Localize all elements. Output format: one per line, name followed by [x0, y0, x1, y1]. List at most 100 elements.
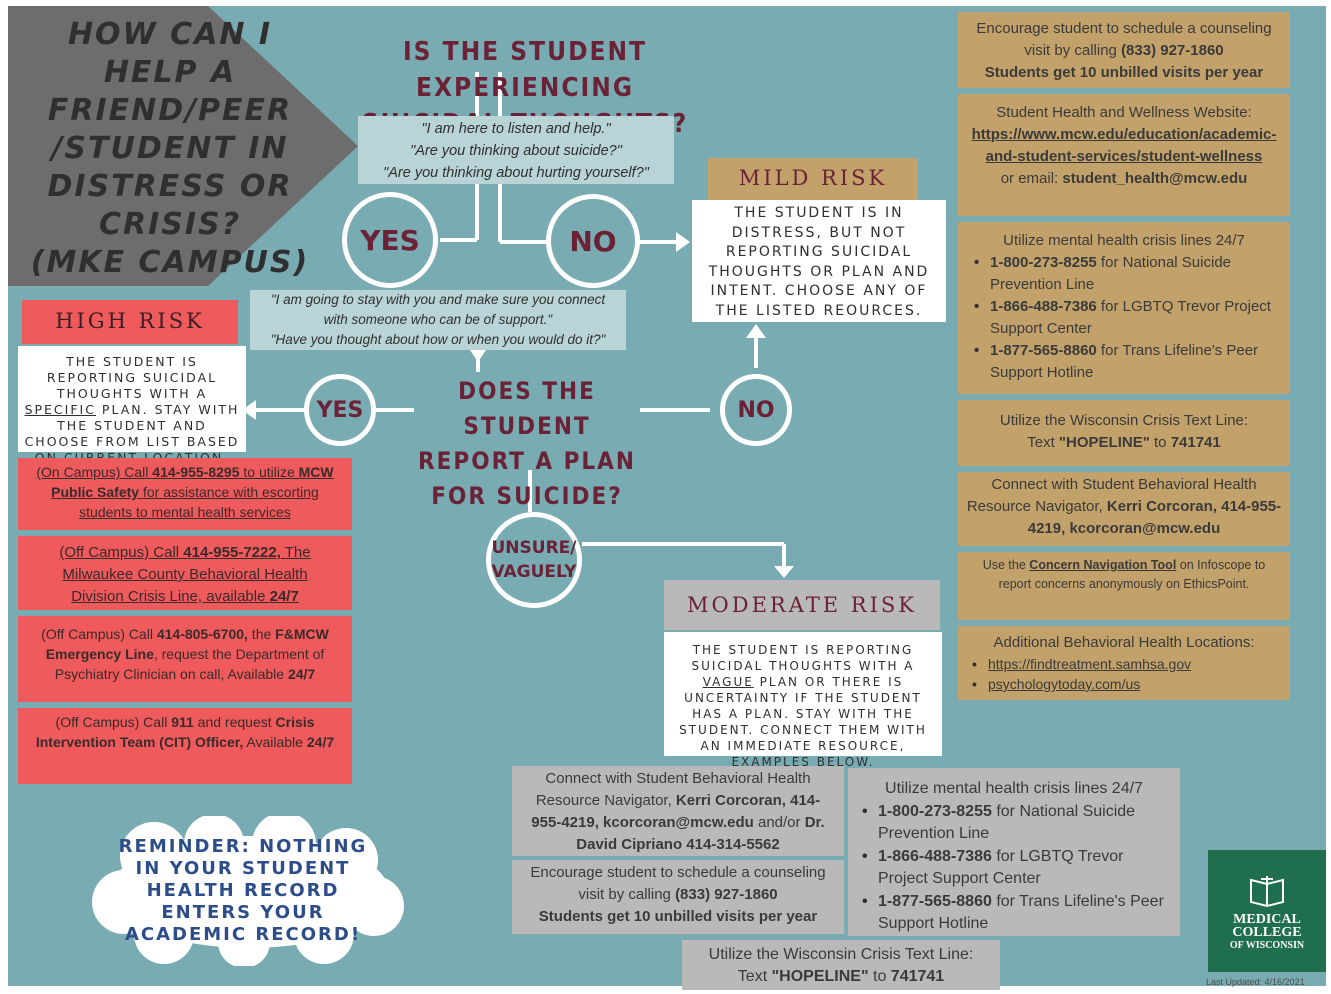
- quote-line: with someone who can be of support.": [323, 312, 553, 327]
- reminder-line: IN YOUR STUDENT: [135, 858, 351, 879]
- resource-text: (Off Campus) Call: [55, 714, 172, 730]
- moderate-counseling-visit: Encourage student to schedule a counseli…: [512, 860, 844, 934]
- samhsa-link[interactable]: https://findtreatment.samhsa.gov: [988, 656, 1192, 672]
- high-risk-text: THE STUDENT IS REPORTING SUICIDAL THOUGH…: [46, 354, 218, 401]
- resource-text: 24/7: [287, 666, 316, 682]
- resource-text: F&MCW Emergency Line: [45, 626, 329, 662]
- page-title: HOW CAN I HELP A FRIEND/PEER /STUDENT IN…: [20, 16, 320, 282]
- resource-text: for LGBTQ Trevor Project Support Center: [878, 847, 1124, 888]
- moderate-risk-vague: VAGUE: [702, 675, 754, 689]
- resource-text: "HOPELINE": [1058, 434, 1150, 451]
- last-updated: Last Updated: 4/16/2021: [1206, 977, 1305, 987]
- logo-line: MEDICAL: [1233, 912, 1301, 927]
- email-link[interactable]: student_health@mcw.edu: [1062, 170, 1248, 187]
- no-plan-circle: NO: [720, 374, 792, 446]
- concern-navigation-link[interactable]: Concern Navigation Tool: [1029, 558, 1177, 572]
- resource-text: Text: [737, 968, 772, 985]
- resource-text: Utilize the Wisconsin Crisis Text Line:: [708, 946, 974, 963]
- title-line: FRIEND/PEER: [47, 93, 293, 128]
- resource-text: and request: [193, 714, 276, 730]
- resource-text: Students get 10 unbilled visits per year: [984, 64, 1264, 81]
- mild-risk-description: THE STUDENT IS IN DISTRESS, BUT NOT REPO…: [692, 200, 946, 322]
- yes-label: YES: [360, 223, 420, 257]
- resource-text: for Trans Lifeline's Peer Support Hotlin…: [878, 892, 1164, 933]
- high-risk-specific: SPECIFIC: [24, 402, 96, 417]
- quote-line: "I am going to stay with you and make su…: [270, 292, 606, 307]
- quote-line: "Are you thinking about suicide?": [410, 143, 622, 159]
- phone-number: 1-800-273-8255: [990, 254, 1097, 271]
- resource-emergency-line: (Off Campus) Call 414-805-6700, the F&MC…: [18, 616, 352, 702]
- quote-box-ask: "I am here to listen and help." "Are you…: [358, 116, 674, 184]
- crisis-line-item: 1-877-565-8860 for Trans Lifeline's Peer…: [968, 340, 1280, 384]
- resource-text: on Infoscope to report concerns anonymou…: [998, 558, 1266, 591]
- resource-text: Kerri Corcoran, 414-955-4219, kcorcoran@…: [531, 792, 821, 831]
- title-line: HELP A: [103, 55, 237, 90]
- moderate-crisis-lines: Utilize mental health crisis lines 24/7 …: [848, 768, 1180, 936]
- logo-line: OF WISCONSIN: [1229, 940, 1305, 951]
- unsure-circle: UNSURE/ VAGUELY: [486, 512, 582, 608]
- resource-text: Encourage student to schedule a counseli…: [530, 864, 826, 903]
- phone-number: 414-955-7222,: [183, 544, 281, 561]
- reminder-text: REMINDER: NOTHING IN YOUR STUDENT HEALTH…: [108, 836, 378, 946]
- high-risk-description: THE STUDENT IS REPORTING SUICIDAL THOUGH…: [18, 346, 246, 465]
- phone-number: 741741: [890, 968, 945, 985]
- high-risk-header: HIGH RISK: [22, 300, 238, 344]
- resource-concern-tool: Use the Concern Navigation Tool on Infos…: [958, 552, 1290, 620]
- location-link-item: https://findtreatment.samhsa.gov: [966, 654, 1282, 674]
- resource-text: Student Health and Wellness Website:: [996, 104, 1252, 121]
- resource-text: The Milwaukee County Behavioral Health D…: [62, 544, 311, 605]
- mild-risk-header: MILD RISK: [708, 158, 918, 200]
- location-link-item: psychologytoday.com/us: [966, 674, 1282, 694]
- resource-text: for Trans Lifeline's Peer Support Hotlin…: [990, 342, 1259, 381]
- phone-number: 414-955-8295: [152, 464, 240, 480]
- high-risk-label: HIGH RISK: [55, 309, 205, 333]
- book-icon: [1250, 876, 1284, 908]
- arrowhead-moderate: [774, 566, 794, 578]
- moderate-risk-label: MODERATE RISK: [687, 593, 917, 617]
- resource-text: (Off Campus) Call: [59, 544, 184, 561]
- resource-text: Use the: [982, 558, 1030, 572]
- resource-text: Connect with Student Behavioral Health R…: [535, 770, 811, 809]
- resource-text: Text: [1027, 434, 1059, 451]
- moderate-risk-description: THE STUDENT IS REPORTING SUICIDAL THOUGH…: [664, 632, 942, 769]
- title-line: /STUDENT IN: [51, 131, 289, 166]
- phone-number: (833) 927-1860: [675, 886, 778, 903]
- no-plan-label: NO: [737, 397, 775, 423]
- phone-number: 1-866-488-7386: [990, 298, 1097, 315]
- wellness-website-link[interactable]: https://www.mcw.edu/education/academic-a…: [971, 126, 1277, 165]
- psychologytoday-link[interactable]: psychologytoday.com/us: [988, 676, 1141, 692]
- resource-text: Connect with Student Behavioral Health R…: [966, 476, 1257, 515]
- title-line: (MKE CAMPUS): [30, 245, 310, 280]
- question1-line: IS THE STUDENT EXPERIENCING: [402, 37, 648, 103]
- phone-number: 1-877-565-8860: [878, 892, 992, 910]
- phone-number: 1-866-488-7386: [878, 847, 992, 865]
- resource-text: MCW Public Safety: [51, 464, 334, 500]
- yes-plan-label: YES: [316, 397, 364, 423]
- resource-text: and/or: [753, 814, 805, 831]
- quote-box-support: "I am going to stay with you and make su…: [250, 290, 626, 350]
- resource-text: or email:: [1000, 170, 1063, 187]
- crisis-line-item: 1-877-565-8860 for Trans Lifeline's Peer…: [856, 891, 1172, 936]
- resource-911-cit: (Off Campus) Call 911 and request Crisis…: [18, 708, 352, 784]
- reminder-line: ACADEMIC RECORD!: [124, 924, 362, 945]
- resource-text: (On Campus) Call: [36, 464, 153, 480]
- phone-number: 1-800-273-8255: [878, 802, 992, 820]
- resource-text: 24/7: [269, 588, 299, 605]
- resource-text: to: [868, 968, 891, 985]
- phone-number: (833) 927-1860: [1121, 42, 1224, 59]
- resource-additional-locations: Additional Behavioral Health Locations: …: [958, 626, 1290, 700]
- unsure-label: VAGUELY: [491, 562, 577, 582]
- reminder-line: REMINDER: NOTHING: [118, 836, 368, 857]
- arrowhead-q2: [470, 350, 486, 362]
- question2-line: FOR SUICIDE?: [431, 482, 623, 510]
- logo-line: COLLEGE: [1232, 925, 1302, 940]
- resource-text: (Off Campus) Call: [41, 626, 157, 642]
- resource-counseling-visit: Encourage student to schedule a counseli…: [958, 12, 1290, 88]
- crisis-line-item: 1-800-273-8255 for National Suicide Prev…: [856, 801, 1172, 846]
- reminder-cloud-shape: [92, 816, 404, 966]
- moderate-risk-header: MODERATE RISK: [664, 580, 940, 630]
- unsure-label: UNSURE/: [491, 538, 577, 558]
- quote-line: "Are you thinking about hurting yourself…: [383, 165, 649, 181]
- arrowhead-mild: [676, 232, 690, 252]
- moderate-risk-text: PLAN OR THERE IS UNCERTAINTY IF THE STUD…: [679, 675, 927, 769]
